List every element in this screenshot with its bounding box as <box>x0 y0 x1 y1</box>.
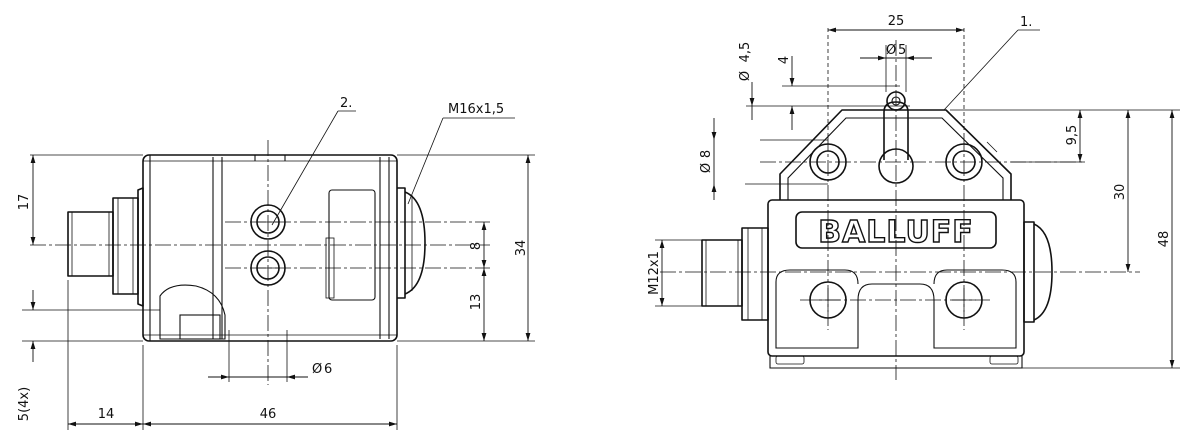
actuator-side <box>325 187 426 301</box>
dim-d4-5-symbol: Ø <box>738 71 753 81</box>
front-view: BALLUFF <box>647 14 1180 380</box>
dim-46-label: 46 <box>260 407 277 422</box>
dim-5x4-label: 5(4x) <box>17 387 32 421</box>
dim-4-label: 4 <box>777 56 792 64</box>
switch-body-side <box>142 154 398 342</box>
side-view: 17 5(4x) 34 8 13 14 46 Ø 6 2. M16x1, <box>17 96 535 430</box>
dim-48-label: 48 <box>1157 231 1172 248</box>
callout-1: 1. <box>1020 15 1032 30</box>
dim-d5-symbol: Ø <box>886 43 896 58</box>
dim-30-label: 30 <box>1113 184 1128 201</box>
dim-9-5-label: 9,5 <box>1065 125 1080 146</box>
thread-m16-label: M16x1,5 <box>448 102 504 117</box>
dim-d4-5-label: 4,5 <box>738 42 753 63</box>
dim-13-label: 13 <box>469 294 484 311</box>
dim-d5-label: 5 <box>898 43 906 58</box>
brand-logo-text: BALLUFF <box>818 215 974 250</box>
connector-left-front <box>701 227 769 321</box>
dim-14-label: 14 <box>98 407 115 422</box>
dim-17-label: 17 <box>17 194 32 211</box>
callout-2: 2. <box>340 96 352 111</box>
connector-left-side <box>67 187 144 307</box>
dim-d6-symbol: Ø <box>312 362 322 377</box>
dim-34-label: 34 <box>514 240 529 257</box>
thread-m12-label: M12x1 <box>647 251 662 295</box>
dim-25-label: 25 <box>888 14 905 29</box>
dim-d6-label: 6 <box>324 362 332 377</box>
dim-d8-symbol: Ø <box>699 163 714 173</box>
cutaway-detail <box>159 284 226 340</box>
balluff-logo: BALLUFF <box>795 211 997 251</box>
dim-d8-label: 8 <box>699 150 714 158</box>
dim-8-left-label: 8 <box>469 242 484 250</box>
